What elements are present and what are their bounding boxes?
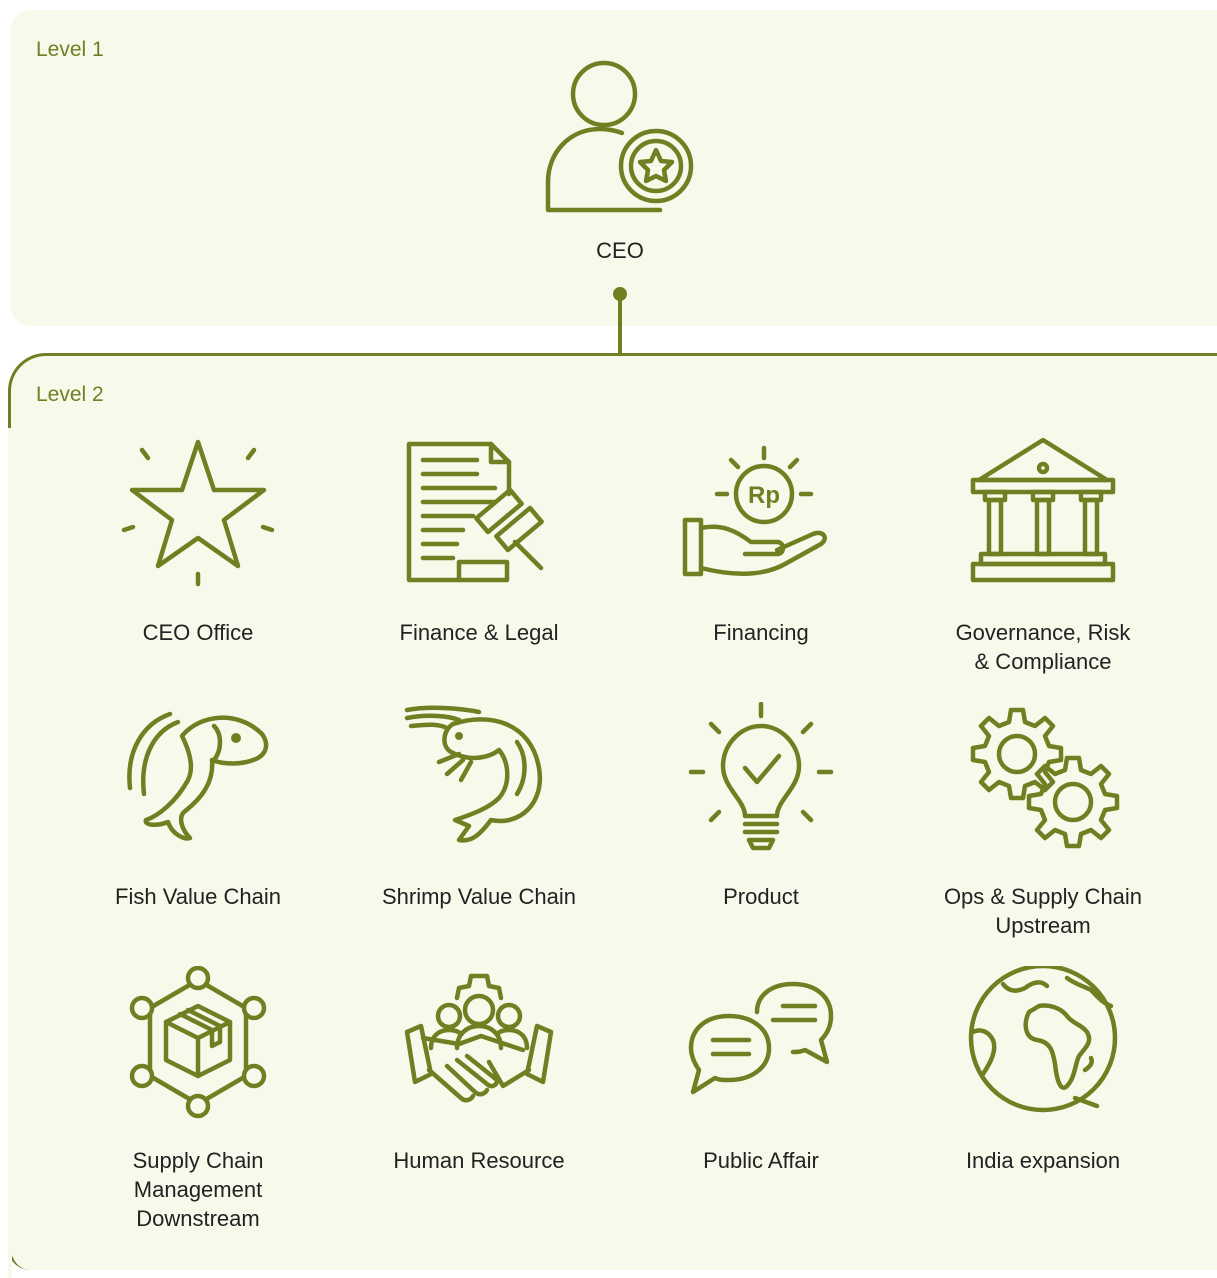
- people-handshake-icon: [404, 973, 554, 1103]
- ceo-label: CEO: [596, 238, 644, 263]
- box-network-icon: [129, 966, 267, 1119]
- level-2-label: Level 2: [36, 383, 104, 406]
- unit-label: CEO Office: [142, 620, 254, 645]
- shrimp-icon: [404, 705, 543, 843]
- chat-bubbles-icon: [688, 981, 834, 1095]
- unit-label: Financing: [713, 620, 809, 645]
- unit-label: Fish Value Chain: [115, 884, 281, 909]
- unit-human-resource: Human Resource: [349, 966, 609, 1175]
- unit-shrimp-value-chain: Shrimp Value Chain: [349, 702, 609, 911]
- user-star-icon: [545, 60, 694, 213]
- unit-label: Shrimp Value Chain: [381, 884, 577, 909]
- bank-building-icon: [970, 438, 1116, 583]
- unit-ceo-office: CEO Office: [68, 438, 328, 647]
- unit-product: Product: [631, 702, 891, 911]
- lightbulb-check-icon: [688, 702, 834, 851]
- globe-icon: [968, 966, 1118, 1113]
- connector-dot: [613, 287, 627, 301]
- unit-label: Ops & Supply Chain Upstream: [943, 884, 1143, 938]
- unit-label: Product: [723, 884, 799, 909]
- gears-icon: [970, 707, 1120, 849]
- document-gavel-icon: [406, 441, 544, 583]
- svg-text:Rp: Rp: [748, 482, 780, 509]
- unit-financing: Rp Financing: [631, 438, 891, 647]
- unit-label: Finance & Legal: [399, 620, 559, 645]
- unit-fish-value-chain: Fish Value Chain: [68, 702, 328, 911]
- unit-label: Governance, Risk & Compliance: [955, 620, 1131, 674]
- unit-public-affair: Public Affair: [631, 966, 891, 1175]
- connector-line: [618, 294, 622, 356]
- fish-icon: [127, 711, 269, 841]
- level-2-panel: [8, 353, 1217, 1270]
- unit-label: Human Resource: [393, 1148, 565, 1173]
- unit-governance-risk-compliance: Governance, Risk & Compliance: [913, 438, 1173, 676]
- unit-label: Public Affair: [703, 1148, 819, 1173]
- unit-finance-legal: Finance & Legal: [349, 438, 609, 647]
- unit-label: India expansion: [965, 1148, 1121, 1173]
- level-1-label: Level 1: [36, 38, 104, 61]
- unit-supply-chain-management-downstream: Supply Chain Management Downstream: [68, 966, 328, 1233]
- hand-rupiah-coin-icon: Rp: [682, 445, 827, 577]
- star-icon: [121, 439, 275, 587]
- unit-label: Supply Chain Management Downstream: [132, 1148, 264, 1231]
- unit-india-expansion: India expansion: [913, 966, 1173, 1175]
- unit-ops-supply-chain-upstream: Ops & Supply Chain Upstream: [913, 702, 1173, 940]
